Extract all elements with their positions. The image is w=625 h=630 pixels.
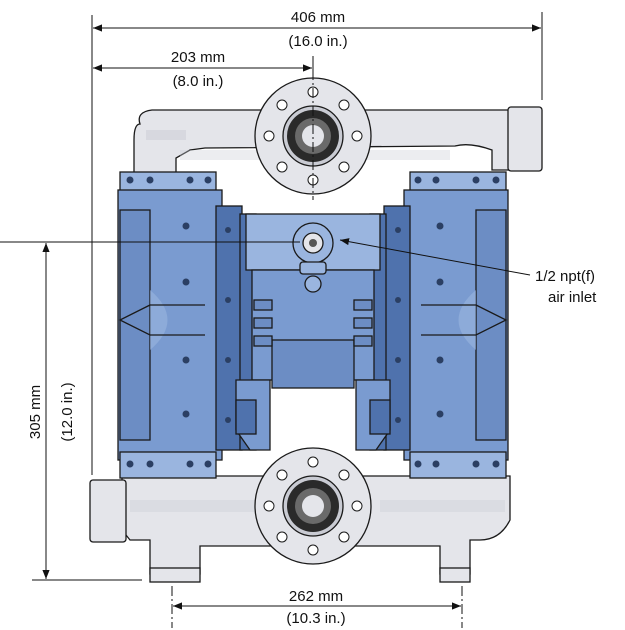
half-width-metric: 203 mm — [171, 49, 225, 66]
bottom-port-flange — [254, 447, 372, 565]
pump-illustration — [89, 77, 543, 583]
overall-width-imperial: (16.0 in.) — [288, 33, 347, 50]
dimension-labels: 406 mm (16.0 in.) 203 mm (8.0 in.) 305 m… — [27, 9, 597, 627]
air-inlet-size-label: 1/2 npt(f) — [535, 268, 595, 285]
bolts — [126, 176, 500, 468]
left-pump-body — [117, 171, 257, 479]
base-width-imperial: (10.3 in.) — [286, 610, 345, 627]
half-width-imperial: (8.0 in.) — [173, 73, 224, 90]
height-metric: 305 mm — [27, 385, 44, 439]
air-inlet-label: air inlet — [548, 289, 597, 306]
air-inlet-leader — [339, 238, 531, 276]
base-width-metric: 262 mm — [289, 588, 343, 605]
overall-width-metric: 406 mm — [291, 9, 345, 26]
top-port-flange — [254, 77, 372, 195]
center-section — [235, 213, 391, 451]
height-imperial: (12.0 in.) — [59, 382, 76, 441]
dimension-lines — [0, 12, 543, 628]
right-pump-body — [369, 171, 509, 479]
